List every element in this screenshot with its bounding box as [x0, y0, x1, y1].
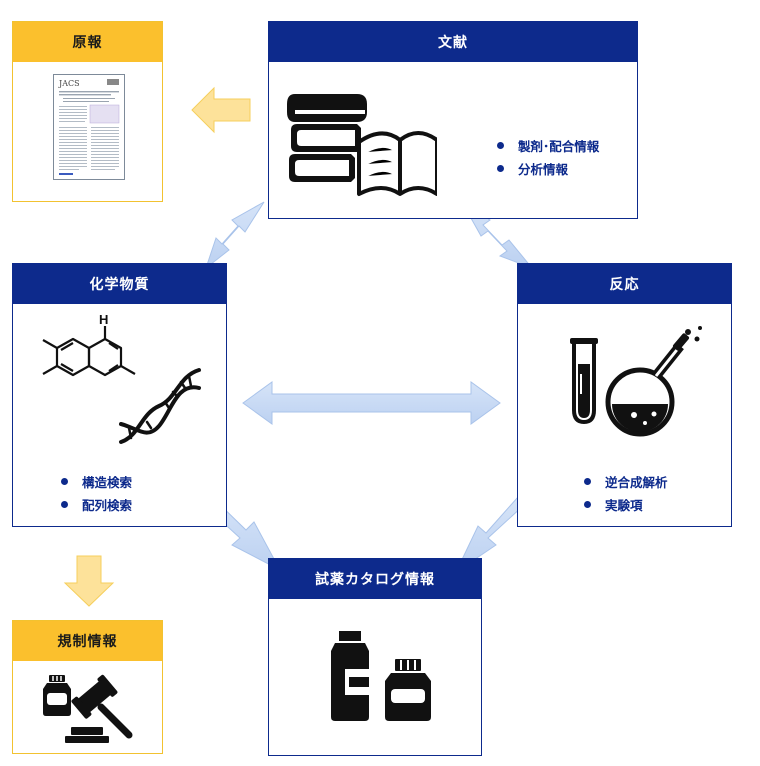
dna-icon — [119, 368, 201, 444]
arrow-hanno-shiyaku — [454, 496, 525, 574]
bullet-dot — [584, 501, 591, 508]
hanno-bullet-item: 実験項 — [584, 493, 668, 516]
bunken-bullet-label: 製剤･配合情報 — [518, 139, 600, 154]
gavel-bottle-icon — [43, 674, 133, 743]
kagaku-bullet-item: 配列検索 — [61, 493, 132, 516]
bullet-dot — [584, 478, 591, 485]
shiyaku-box: 試薬カタログ情報 — [268, 558, 482, 756]
hanno-title: 反応 — [518, 264, 731, 304]
books-icon — [287, 94, 437, 196]
hydrogen-label: H — [99, 312, 108, 327]
kisei-title: 規制情報 — [13, 621, 162, 661]
bullet-dot — [497, 165, 504, 172]
bunken-box: 文献 製剤･配合情報 分析情報 — [268, 21, 638, 219]
kagaku-bullet-item: 構造検索 — [61, 470, 132, 493]
bullet-dot — [497, 142, 504, 149]
genpo-title: 原報 — [13, 22, 162, 62]
journal-page-icon: JACS — [53, 74, 125, 180]
reagent-bottles-icon — [331, 631, 431, 721]
bunken-bullets: 製剤･配合情報 分析情報 — [497, 134, 599, 180]
genpo-box: 原報 JACS — [12, 21, 163, 202]
bullet-dot — [61, 478, 68, 485]
kagaku-title: 化学物質 — [13, 264, 226, 304]
kagaku-bullets: 構造検索 配列検索 — [61, 470, 132, 516]
arrow-to-genpo — [191, 86, 251, 134]
hanno-bullet-label: 実験項 — [605, 498, 643, 513]
bullet-dot — [61, 501, 68, 508]
arrow-kagaku-hanno — [242, 381, 501, 425]
hanno-bullets: 逆合成解析 実験項 — [584, 470, 668, 516]
arrow-to-kisei — [63, 555, 115, 607]
bunken-bullet-item: 分析情報 — [497, 157, 599, 180]
bunken-bullet-label: 分析情報 — [518, 162, 569, 177]
kagaku-box: 化学物質 H 構造検索 — [12, 263, 227, 527]
hanno-box: 反応 逆合成解析 実験項 — [517, 263, 732, 527]
molecule-icon: H — [42, 312, 136, 377]
kagaku-bullet-label: 配列検索 — [82, 498, 133, 513]
flask-icon — [570, 326, 702, 437]
kagaku-bullet-label: 構造検索 — [82, 475, 133, 490]
bunken-title: 文献 — [269, 22, 637, 62]
hanno-bullet-label: 逆合成解析 — [605, 475, 668, 490]
arrow-bunken-kagaku — [205, 201, 265, 270]
shiyaku-title: 試薬カタログ情報 — [269, 559, 481, 599]
journal-name: JACS — [58, 79, 80, 88]
bunken-bullet-item: 製剤･配合情報 — [497, 134, 599, 157]
kisei-box: 規制情報 — [12, 620, 163, 754]
hanno-bullet-item: 逆合成解析 — [584, 470, 668, 493]
